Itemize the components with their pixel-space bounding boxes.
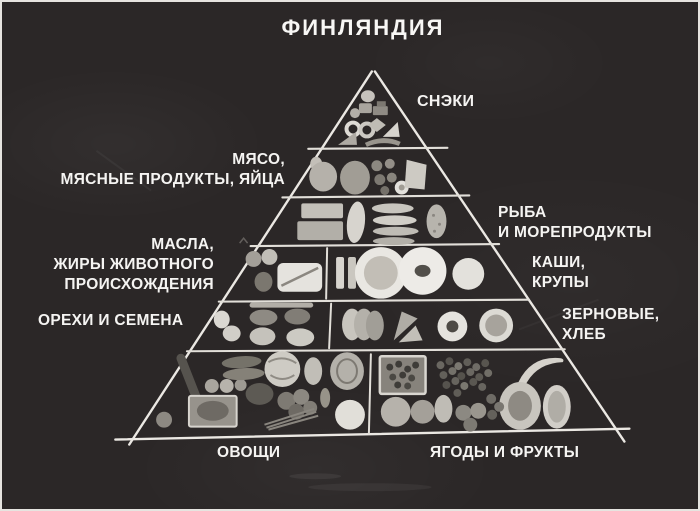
vegetables-photos: [156, 351, 365, 431]
fruits-photos: [378, 354, 571, 432]
label-oils: МАСЛА, ЖИРЫ ЖИВОТНОГО ПРОИСХОЖДЕНИЯ: [53, 235, 214, 295]
donut-icon: [344, 120, 362, 138]
fish-photos: [297, 201, 447, 246]
tier-lines: [185, 146, 566, 353]
orange-icon: [380, 396, 411, 427]
bread-slice-icon: [365, 310, 384, 341]
page-title: ФИНЛЯНДИЯ: [281, 15, 445, 40]
label-line: МЯСНЫЕ ПРОДУКТЫ, ЯЙЦА: [60, 171, 285, 188]
berries-cluster: [436, 357, 493, 397]
label-line: РЫБА: [498, 204, 547, 221]
oils-photos: [245, 249, 323, 292]
label-snacks: СНЭКИ: [417, 92, 474, 112]
pyramid-base-line: [114, 427, 631, 441]
label-line: ОРЕХИ И СЕМЕНА: [38, 312, 184, 329]
whole-fish-icon: [426, 204, 447, 239]
snacks-photos: [338, 90, 401, 147]
label-line: ХЛЕБ: [562, 326, 606, 343]
label-line: ОВОЩИ: [217, 444, 281, 461]
label-fish: РЫБА И МОРЕПРОДУКТЫ: [498, 203, 652, 243]
label-line: И МОРЕПРОДУКТЫ: [498, 224, 652, 241]
grains-photos: [342, 308, 514, 343]
label-nuts: ОРЕХИ И СЕМЕНА: [38, 311, 183, 331]
donut-icon: [358, 121, 376, 139]
cauliflower-icon: [335, 399, 365, 430]
meat-photos: [309, 156, 427, 195]
label-line: МАСЛА,: [151, 236, 214, 253]
chalk-smudges: [95, 150, 432, 492]
label-fruits: ЯГОДЫ И ФРУКТЫ: [430, 443, 579, 463]
label-vegetables: ОВОЩИ: [217, 443, 280, 463]
broccoli-icon: [245, 382, 274, 405]
label-line: ЯГОДЫ И ФРУКТЫ: [430, 444, 580, 461]
label-meat: МЯСО, МЯСНЫЕ ПРОДУКТЫ, ЯЙЦА: [61, 150, 285, 190]
banana-icon: [518, 357, 564, 386]
cabbage-icon: [264, 351, 301, 387]
label-line: КРУПЫ: [532, 274, 590, 291]
pyramid-right-slope: [373, 70, 626, 443]
label-grains: ЗЕРНОВЫЕ, ХЛЕБ: [562, 305, 659, 345]
apple-icon: [410, 399, 435, 424]
label-porridge: КАШИ, КРУПЫ: [532, 253, 589, 293]
label-line: КАШИ,: [532, 254, 586, 271]
porridge-photos: [336, 247, 485, 299]
label-line: ЗЕРНОВЫЕ,: [562, 306, 660, 323]
tier-dividers: [325, 247, 372, 435]
porridge-plate-icon: [452, 257, 485, 290]
cake-slice-icon: [382, 122, 400, 137]
pear-icon: [434, 394, 453, 423]
nuts-photos: [213, 302, 315, 347]
label-line: ПРОИСХОЖДЕНИЯ: [64, 276, 214, 293]
label-line: МЯСО,: [232, 151, 285, 168]
label-line: СНЭКИ: [417, 93, 475, 110]
label-line: ЖИРЫ ЖИВОТНОГО: [53, 256, 214, 273]
